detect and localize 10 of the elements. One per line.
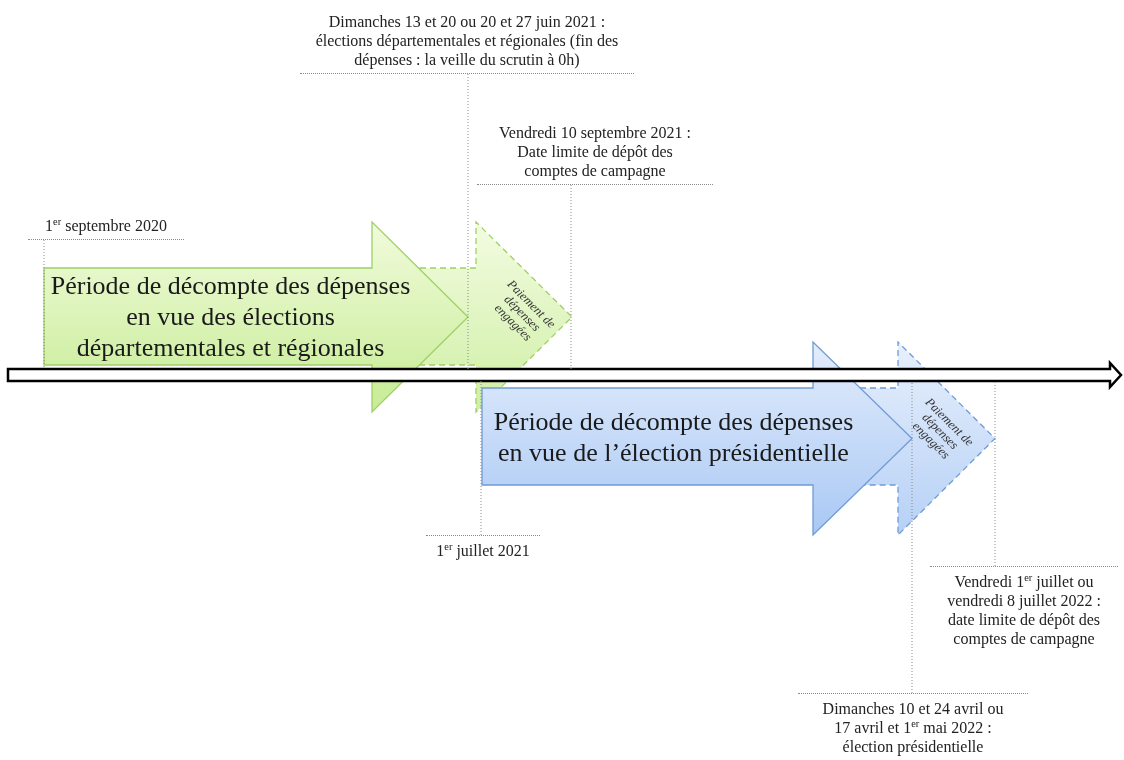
period-label: Période de décompte des dépenses en vue des élections départementales et régionales bbox=[49, 270, 412, 363]
date-annotation: 1$^{er}$ septembre 2020 bbox=[28, 206, 184, 240]
payment-banner bbox=[860, 342, 995, 535]
date-annotation: Dimanches 13 et 20 ou 20 et 27 juin 2021 : élections départementales et régionales (fin des dépenses : la veille du scrutin à 0h) bbox=[300, 8, 634, 74]
date-annotation: 1$^{er}$ juillet 2021 bbox=[426, 535, 540, 565]
period-banner bbox=[482, 342, 912, 535]
date-annotation: Dimanches 10 et 24 avril ou 17 avril et 1$^{er}$ mai 2022 : élection présidentielle bbox=[798, 693, 1028, 757]
date-annotation: Vendredi 10 septembre 2021 : Date limite de dépôt des comptes de campagne bbox=[477, 122, 713, 185]
date-annotation: Vendredi 1$^{er}$ juillet ou vendredi 8 juillet 2022 : date limite de dépôt des comptes de campagne bbox=[930, 566, 1118, 670]
period-label: Période de décompte des dépenses en vue de l’élection présidentielle bbox=[492, 406, 855, 468]
